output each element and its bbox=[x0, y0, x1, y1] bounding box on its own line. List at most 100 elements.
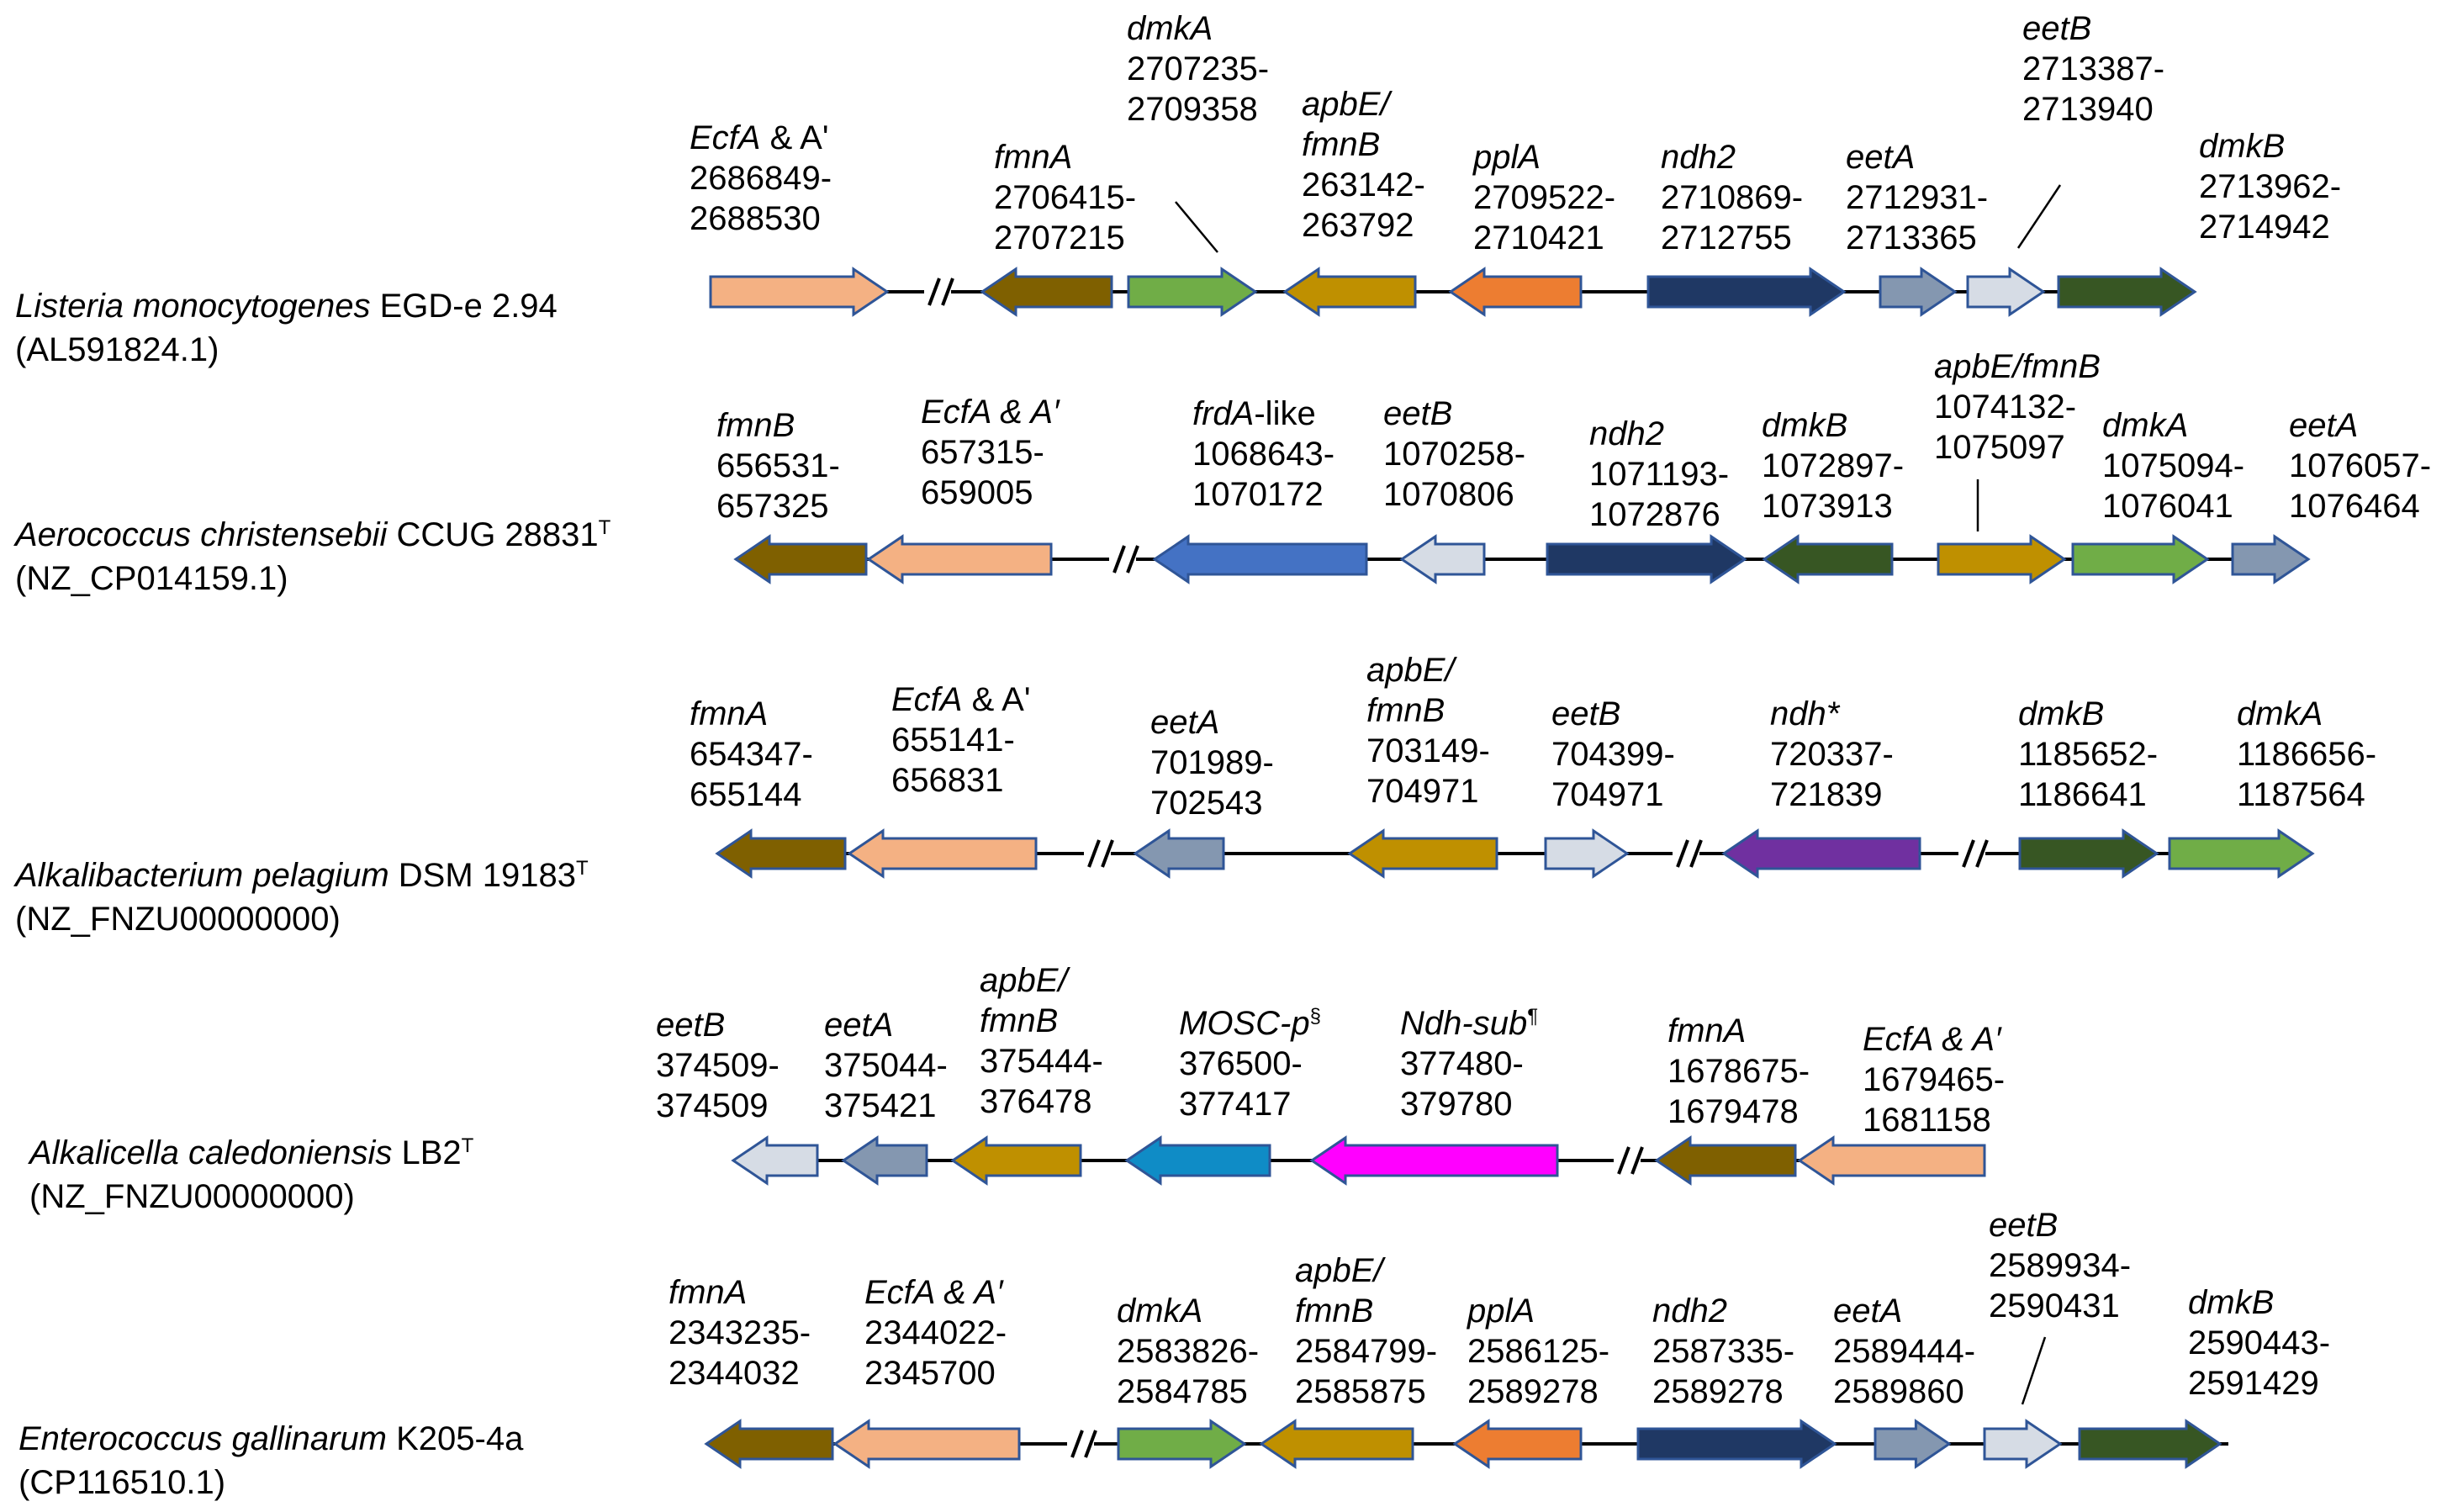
gene-name-suffix: -like bbox=[1254, 395, 1316, 432]
leader-line bbox=[2016, 184, 2062, 249]
strain-id: EGD-e 2.94 bbox=[370, 288, 558, 325]
gene-arrow-eetb bbox=[1399, 534, 1486, 584]
gene-coordinates-end: 704971 bbox=[1366, 773, 1479, 810]
gene-name: fmnB bbox=[716, 407, 795, 444]
gene-coordinates-start: 703149- bbox=[1366, 732, 1490, 769]
gene-coordinates-end: 263792 bbox=[1302, 207, 1414, 244]
gene-coordinates-end: 2585875 bbox=[1295, 1373, 1426, 1410]
gene-arrow-eeta bbox=[1874, 1419, 1952, 1469]
gene-coordinates-start: 1186656- bbox=[2237, 736, 2377, 773]
gene-coordinates-end: 2345700 bbox=[864, 1355, 996, 1392]
gene-arrow-ecfa bbox=[709, 267, 890, 317]
gene-name-line2: fmnB bbox=[1295, 1293, 1374, 1330]
gene-name: dmkB bbox=[2018, 695, 2105, 732]
gene-coordinates-end: 2713940 bbox=[2022, 91, 2154, 128]
gene-coordinates-end: 2584785 bbox=[1117, 1373, 1248, 1410]
gene-arrow-eeta bbox=[2231, 534, 2311, 584]
gene-coordinates-end: 702543 bbox=[1150, 785, 1263, 822]
gene-coordinates-start: 2587335- bbox=[1652, 1333, 1795, 1370]
gene-arrow-ecfa bbox=[866, 534, 1053, 584]
gene-coordinates-end: 2707215 bbox=[994, 219, 1125, 256]
strain-id: LB2 bbox=[392, 1134, 462, 1171]
gene-name: ndh2 bbox=[1661, 139, 1736, 176]
gene-coordinates-start: 2709522- bbox=[1473, 179, 1616, 216]
gene-arrow-eetb bbox=[731, 1135, 819, 1186]
gene-name: fmnA bbox=[669, 1274, 748, 1311]
gene-arrow-dmka bbox=[2071, 534, 2210, 584]
gene-name: fmnA bbox=[690, 695, 769, 732]
gene-label: EcfA & A′1679465-1681158 bbox=[1863, 1019, 2005, 1140]
gene-name-line2: fmnB bbox=[1366, 692, 1445, 729]
gene-coordinates-start: 1070258- bbox=[1383, 436, 1526, 473]
break-mark bbox=[1676, 839, 1689, 868]
gene-coordinates-end: 2344032 bbox=[669, 1355, 800, 1392]
gene-arrow-fmna bbox=[1654, 1135, 1797, 1186]
gene-arrow-eeta bbox=[841, 1135, 928, 1186]
gene-coordinates-start: 2713962- bbox=[2199, 168, 2342, 205]
gene-arrow-ndh bbox=[1721, 828, 1921, 879]
gene-coordinates-end: 704971 bbox=[1551, 776, 1664, 813]
gene-label: EcfA & A′657315-659005 bbox=[921, 392, 1060, 513]
gene-name: apbE/fmnB bbox=[1934, 348, 2101, 385]
species-name: Alkalicella caledoniensis bbox=[29, 1134, 393, 1171]
species-name: Listeria monocytogenes bbox=[15, 288, 371, 325]
gene-label: EcfA & A'2686849-2688530 bbox=[690, 118, 832, 239]
gene-arrow-dmka bbox=[1117, 1419, 1247, 1469]
gene-arrow-dmka bbox=[2168, 828, 2315, 879]
gene-arrow-fmna bbox=[733, 534, 868, 584]
gene-arrow-ndh2 bbox=[1546, 534, 1747, 584]
gene-coordinates-start: 654347- bbox=[690, 736, 813, 773]
break-mark bbox=[1617, 1146, 1630, 1175]
gene-coordinates-end: 2712755 bbox=[1661, 219, 1792, 256]
gene-coordinates-start: 655141- bbox=[891, 722, 1015, 759]
break-mark bbox=[1070, 1430, 1084, 1458]
break-mark bbox=[1126, 545, 1139, 574]
gene-arrow-apbe bbox=[950, 1135, 1082, 1186]
gene-name: pplA bbox=[1473, 139, 1541, 176]
break-mark bbox=[1630, 1146, 1644, 1175]
strain-id: DSM 19183 bbox=[388, 857, 576, 894]
gene-label: Ndh-sub¶377480-379780 bbox=[1400, 1003, 1538, 1124]
gene-coordinates-end: 2589860 bbox=[1833, 1373, 1964, 1410]
accession-number: (CP116510.1) bbox=[18, 1464, 226, 1501]
gene-name: EcfA & A′ bbox=[864, 1274, 1003, 1311]
break-mark bbox=[1087, 839, 1101, 868]
gene-arrow-dmkb bbox=[2057, 267, 2197, 317]
gene-coordinates-start: 2344022- bbox=[864, 1314, 1007, 1351]
gene-name: eetB bbox=[656, 1007, 726, 1044]
gene-coordinates-start: 1068643- bbox=[1192, 436, 1335, 473]
break-mark bbox=[941, 278, 954, 306]
gene-arrow-ecfa bbox=[1797, 1135, 1986, 1186]
gene-name: ndh* bbox=[1770, 695, 1840, 732]
gene-coordinates-end: 2589278 bbox=[1652, 1373, 1784, 1410]
gene-arrow-dmka bbox=[1127, 267, 1258, 317]
gene-coordinates-start: 2712931- bbox=[1846, 179, 1989, 216]
gene-name: apbE/ bbox=[1302, 86, 1390, 123]
gene-coordinates-start: 2707235- bbox=[1127, 50, 1270, 87]
gene-coordinates-end: 2714942 bbox=[2199, 209, 2330, 246]
gene-arrow-dmkb bbox=[1762, 534, 1894, 584]
gene-coordinates-end: 2589278 bbox=[1467, 1373, 1599, 1410]
gene-name: eetB bbox=[1989, 1207, 2059, 1244]
strain-id: CCUG 28831 bbox=[387, 516, 599, 553]
gene-arrow-dmkb bbox=[2018, 828, 2159, 879]
gene-name: eetA bbox=[1150, 704, 1220, 741]
gene-name: EcfA bbox=[690, 119, 761, 156]
